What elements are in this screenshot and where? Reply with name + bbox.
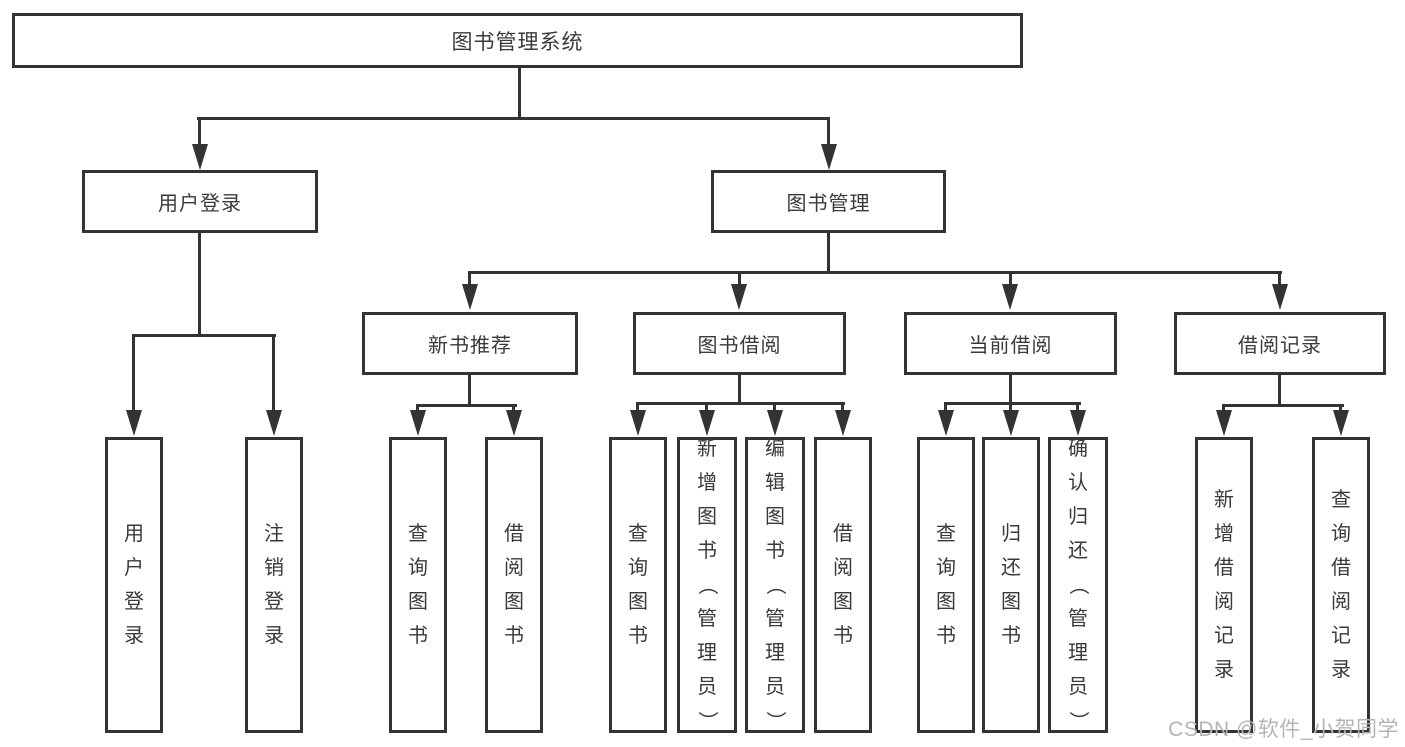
leaf-borrow-books-recommend-label: 借阅图书: [504, 523, 524, 647]
node-borrowing-records-label: 借阅记录: [1238, 335, 1322, 357]
leaf-return-books-label: 归还图书: [1001, 523, 1021, 647]
arrow-down-icon: [1216, 410, 1232, 436]
connector-line: [1278, 271, 1281, 287]
connector-line: [272, 334, 275, 414]
connector-line: [1222, 404, 1225, 414]
watermark: CSDN @软件_小贺同学: [1168, 718, 1399, 741]
node-book-borrowing: 图书借阅: [633, 312, 846, 375]
connector-line: [468, 271, 1282, 274]
connector-line: [773, 402, 776, 412]
arrow-down-icon: [1070, 410, 1086, 436]
arrow-down-icon: [410, 410, 426, 436]
leaf-add-borrow-record: 新增借阅记录: [1195, 437, 1253, 733]
arrow-down-icon: [1333, 410, 1349, 436]
connector-line: [1009, 271, 1012, 287]
connector-line: [636, 402, 845, 405]
leaf-confirm-return-admin: 确认归还（管理员）: [1048, 437, 1108, 733]
arrow-down-icon: [835, 410, 851, 436]
leaf-add-borrow-record-label: 新增借阅记录: [1214, 489, 1234, 681]
connector-line: [132, 334, 135, 414]
arrow-down-icon: [630, 410, 646, 436]
leaf-query-books-recommend-label: 查询图书: [408, 523, 428, 647]
connector-line: [468, 271, 471, 287]
leaf-query-borrow-record: 查询借阅记录: [1312, 437, 1370, 733]
node-current-borrowing-label: 当前借阅: [968, 335, 1053, 357]
leaf-return-books: 归还图书: [982, 437, 1040, 733]
leaf-add-books-admin-label: 新增图书（管理员）: [696, 438, 718, 731]
leaf-add-books-admin: 新增图书（管理员）: [677, 437, 737, 733]
connector-line: [1222, 404, 1344, 407]
connector-line: [416, 404, 517, 407]
leaf-user-login-label: 用户登录: [124, 523, 144, 647]
connector-line: [1278, 375, 1281, 406]
connector-line: [197, 117, 830, 120]
connector-line: [827, 233, 830, 274]
arrow-down-icon: [938, 410, 954, 436]
arrow-down-icon: [462, 284, 478, 310]
connector-line: [1009, 375, 1012, 404]
leaf-borrow-books: 借阅图书: [814, 437, 872, 733]
leaf-edit-books-admin: 编辑图书（管理员）: [745, 437, 805, 733]
arrow-down-icon: [767, 410, 783, 436]
node-borrowing-records: 借阅记录: [1174, 312, 1386, 375]
arrow-down-icon: [1002, 284, 1018, 310]
leaf-logout: 注销登录: [245, 437, 303, 733]
node-root-label: 图书管理系统: [451, 30, 584, 54]
arrow-down-icon: [1272, 284, 1288, 310]
leaf-query-books-borrowing: 查询图书: [609, 437, 667, 733]
arrow-down-icon: [731, 284, 747, 310]
connector-line: [512, 404, 515, 414]
arrow-down-icon: [821, 144, 837, 170]
node-root: 图书管理系统: [12, 13, 1023, 68]
node-new-book-recommend-label: 新书推荐: [428, 335, 512, 357]
connector-line: [518, 68, 521, 120]
connector-line: [132, 334, 276, 337]
leaf-query-books-recommend: 查询图书: [389, 437, 447, 733]
arrow-down-icon: [506, 410, 522, 436]
connector-line: [827, 119, 830, 149]
connector-line: [738, 271, 741, 287]
connector-line: [841, 402, 844, 412]
node-new-book-recommend: 新书推荐: [362, 312, 578, 375]
leaf-query-books-current-label: 查询图书: [936, 523, 956, 647]
leaf-logout-label: 注销登录: [264, 523, 284, 647]
node-user-login: 用户登录: [82, 170, 318, 233]
node-book-borrowing-label: 图书借阅: [697, 335, 782, 357]
leaf-user-login: 用户登录: [105, 437, 163, 733]
leaf-borrow-books-label: 借阅图书: [833, 523, 853, 647]
connector-line: [1339, 404, 1342, 414]
leaf-query-borrow-record-label: 查询借阅记录: [1331, 489, 1351, 681]
connector-line: [416, 404, 419, 414]
arrow-down-icon: [266, 410, 282, 436]
arrow-down-icon: [699, 410, 715, 436]
connector-line: [944, 402, 1081, 405]
leaf-edit-books-admin-label: 编辑图书（管理员）: [764, 438, 786, 731]
connector-line: [738, 375, 741, 404]
connector-line: [198, 233, 201, 336]
node-current-borrowing: 当前借阅: [904, 312, 1117, 375]
node-book-management: 图书管理: [711, 170, 946, 233]
arrow-down-icon: [126, 410, 142, 436]
leaf-confirm-return-admin-label: 确认归还（管理员）: [1067, 438, 1089, 731]
leaf-query-books-borrowing-label: 查询图书: [628, 523, 648, 647]
connector-line: [468, 375, 471, 406]
node-user-login-label: 用户登录: [158, 193, 242, 215]
connector-line: [705, 402, 708, 412]
connector-line: [944, 402, 947, 412]
leaf-borrow-books-recommend: 借阅图书: [485, 437, 543, 733]
connector-line: [1009, 402, 1012, 412]
connector-line: [198, 119, 201, 149]
leaf-query-books-current: 查询图书: [917, 437, 975, 733]
node-book-management-label: 图书管理: [786, 193, 871, 215]
connector-line: [636, 402, 639, 412]
arrow-down-icon: [192, 144, 208, 170]
arrow-down-icon: [1003, 410, 1019, 436]
connector-line: [1076, 402, 1079, 412]
